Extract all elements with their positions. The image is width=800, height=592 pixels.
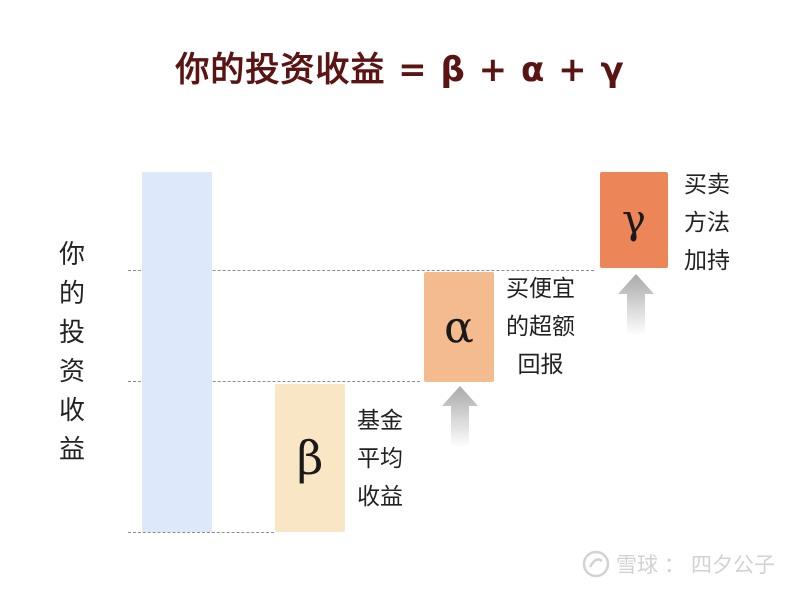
gamma-description: 买卖 方法 加持 <box>684 166 730 280</box>
watermark-separator: ： <box>664 553 685 577</box>
diagram-title: 你的投资收益 = β + α + γ <box>175 50 625 90</box>
vertical-label-char: 投 <box>58 318 85 348</box>
alpha-description-line: 买便宜 <box>506 276 575 302</box>
up-arrow-icon <box>442 386 478 448</box>
watermark-brand: 雪球 <box>616 553 658 577</box>
up-arrow-icon <box>618 274 654 336</box>
vertical-label-char: 益 <box>58 435 85 465</box>
watermark-author: 四夕公子 <box>691 553 775 577</box>
alpha-symbol: α <box>444 301 474 353</box>
guide-line-top <box>128 270 594 271</box>
vertical-label-char: 收 <box>58 396 85 426</box>
guide-line-middle <box>128 381 420 382</box>
vertical-label: 你 的 投 资 收 益 <box>52 236 92 470</box>
guide-line-bottom <box>128 532 274 533</box>
beta-description-line: 平均 <box>357 446 403 472</box>
total-return-bar <box>142 172 212 532</box>
snowball-logo-icon <box>582 550 610 578</box>
gamma-block: γ <box>600 172 668 268</box>
beta-symbol: β <box>296 431 324 485</box>
gamma-symbol: γ <box>622 197 646 243</box>
vertical-label-char: 的 <box>58 279 85 309</box>
alpha-description: 买便宜 的超额 回报 <box>506 270 575 384</box>
beta-description: 基金 平均 收益 <box>357 402 403 516</box>
beta-description-line: 收益 <box>357 484 403 510</box>
beta-description-line: 基金 <box>357 408 403 434</box>
watermark: 雪球：四夕公子 <box>582 549 775 579</box>
alpha-description-line: 回报 <box>517 352 564 378</box>
vertical-label-char: 你 <box>58 240 85 270</box>
alpha-block: α <box>424 272 494 382</box>
gamma-description-line: 加持 <box>684 248 730 274</box>
gamma-description-line: 买卖 <box>684 172 730 198</box>
beta-block: β <box>275 384 345 532</box>
gamma-description-line: 方法 <box>684 210 730 236</box>
vertical-label-char: 资 <box>58 357 85 387</box>
alpha-description-line: 的超额 <box>506 314 575 340</box>
